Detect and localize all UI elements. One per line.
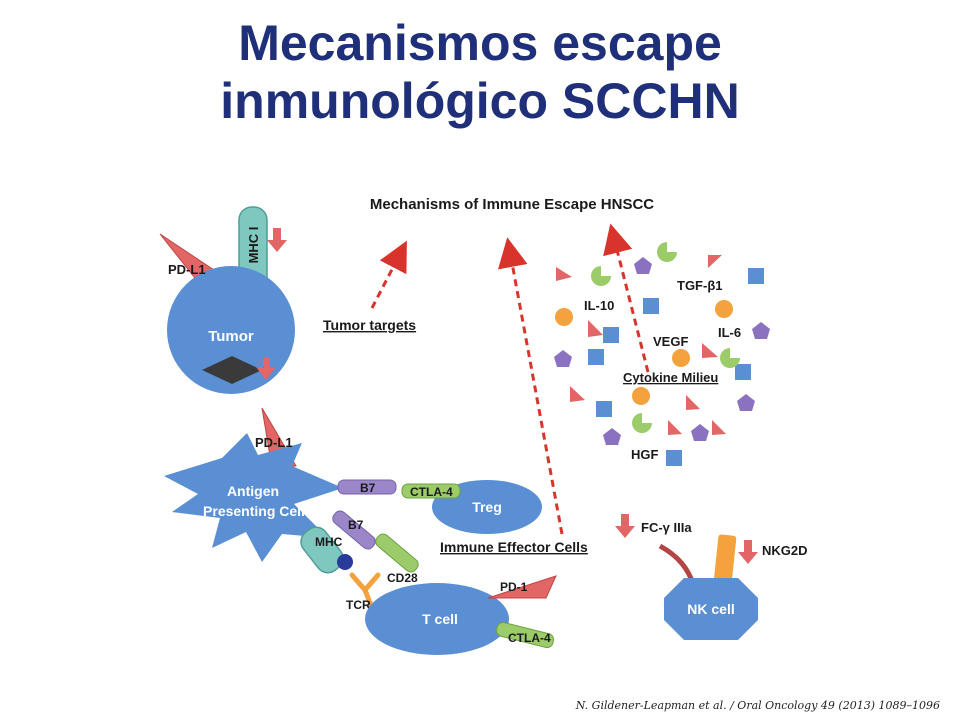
cytokine-dot xyxy=(632,387,650,405)
tap-diamond xyxy=(202,356,262,384)
apc-label-line2: Presenting Cell xyxy=(203,503,305,519)
pd1-label: PD-1 xyxy=(500,580,528,594)
nkg2d-down-arrow xyxy=(738,540,758,564)
cytokine-wedge xyxy=(632,413,652,433)
cytokine-triangle xyxy=(570,386,585,402)
cytokine-wedge xyxy=(657,242,677,262)
tumor-cell-group: MHC I Tumor PD-L1 xyxy=(159,206,295,394)
title-line-1: Mecanismos escape xyxy=(238,15,722,71)
b7-bottom-label: B7 xyxy=(348,518,364,532)
cytokine-pentagon xyxy=(603,428,621,445)
cytokine-pentagon xyxy=(752,322,770,339)
cd28-receptor xyxy=(375,533,419,573)
cytokine-triangle xyxy=(712,420,726,435)
hgf-label: HGF xyxy=(631,447,659,462)
tcell-group: CD28 TCR T cell PD-1 CTLA-4 xyxy=(346,533,557,655)
mhc-i-down-arrow xyxy=(267,228,287,252)
antigen-dot xyxy=(337,554,353,570)
cytokine-dot xyxy=(715,300,733,318)
mhc-apc-label: MHC xyxy=(315,535,343,549)
cd28-label: CD28 xyxy=(387,571,418,585)
nkg2d-label: NKG2D xyxy=(762,543,808,558)
ctla4-treg xyxy=(401,483,461,499)
cytokine-triangle xyxy=(668,420,682,435)
tcell-label: T cell xyxy=(422,611,458,627)
cytokine-square xyxy=(748,268,764,284)
ctla4-tcell xyxy=(495,621,555,649)
mhc-i-label: MHC I xyxy=(246,227,261,264)
tgfb1-label: TGF-β1 xyxy=(677,278,723,293)
cytokine-wedge xyxy=(720,348,740,368)
nk-group: FC-γ IIIa NKG2D NK cell xyxy=(615,514,808,640)
cytokine-pentagon xyxy=(691,424,709,441)
cytokine-triangle xyxy=(708,255,722,268)
cytokine-square xyxy=(588,349,604,365)
cytokine-square xyxy=(596,401,612,417)
cytokine-milieu-label: Cytokine Milieu xyxy=(623,370,718,385)
title-line-2: inmunológico SCCHN xyxy=(220,73,740,129)
cytokine-triangle xyxy=(556,267,572,281)
cytokine-dot xyxy=(555,308,573,326)
tumor-targets-arrow xyxy=(370,240,407,309)
il10-label: IL-10 xyxy=(584,298,614,313)
antigen-presenting-cell xyxy=(164,433,343,562)
b7-top-label: B7 xyxy=(360,481,376,495)
vegf-label: VEGF xyxy=(653,334,688,349)
pdl1-apc-label: PD-L1 xyxy=(255,435,293,450)
t-cell xyxy=(365,583,509,655)
fcgamma-label: FC-γ IIIa xyxy=(641,520,692,535)
apc-label-line1: Antigen xyxy=(227,483,279,499)
nkg2d-receptor xyxy=(713,534,737,586)
ctla4-treg-label: CTLA-4 xyxy=(410,485,453,499)
figure-heading: Mechanisms of Immune Escape HNSCC xyxy=(370,196,654,213)
cytokine-square xyxy=(735,364,751,380)
b7-bottom xyxy=(332,510,376,550)
b7-top xyxy=(337,479,397,495)
nk-label: NK cell xyxy=(687,601,734,617)
cytokine-pentagon xyxy=(554,350,572,367)
cytokine-triangle xyxy=(588,320,603,337)
cytokine-square xyxy=(643,298,659,314)
cytokine-dot xyxy=(672,349,690,367)
tap-down-arrow xyxy=(256,357,276,380)
citation: N. Gildener-Leapman et al. / Oral Oncolo… xyxy=(575,699,940,712)
pdl1-tumor-label: PD-L1 xyxy=(168,262,206,277)
cytokine-square xyxy=(666,450,682,466)
cytokine-wedge xyxy=(591,266,611,286)
cytokine-pentagon xyxy=(634,257,652,274)
nk-cell xyxy=(664,578,758,640)
treg-label: Treg xyxy=(472,499,502,515)
cytokine-square xyxy=(603,327,619,343)
tumor-cell-label: Tumor xyxy=(208,328,254,345)
cytokine-pentagon xyxy=(737,394,755,411)
cytokine-cloud: IL-10 TGF-β1 VEGF IL-6 HGF Cytokine Mili… xyxy=(554,242,770,466)
tumor-targets-label: Tumor targets xyxy=(323,317,416,333)
apc-group: Antigen Presenting Cell PD-L1 B7 B7 MHC xyxy=(164,407,397,574)
cytokine-triangle xyxy=(686,395,700,410)
tcr-label: TCR xyxy=(346,598,371,612)
cytokine-triangle xyxy=(702,343,718,358)
fcgamma-down-arrow xyxy=(615,514,635,538)
treg-group: Treg CTLA-4 xyxy=(401,480,542,534)
ctla4-tcell-label: CTLA-4 xyxy=(508,631,551,645)
pd1-receptor xyxy=(487,575,557,599)
slide-title: Mecanismos escape inmunológico SCCHN xyxy=(0,14,960,130)
il6-label: IL-6 xyxy=(718,325,741,340)
mhc-receptor-apc xyxy=(300,526,344,574)
immune-effector-label: Immune Effector Cells xyxy=(440,539,588,555)
